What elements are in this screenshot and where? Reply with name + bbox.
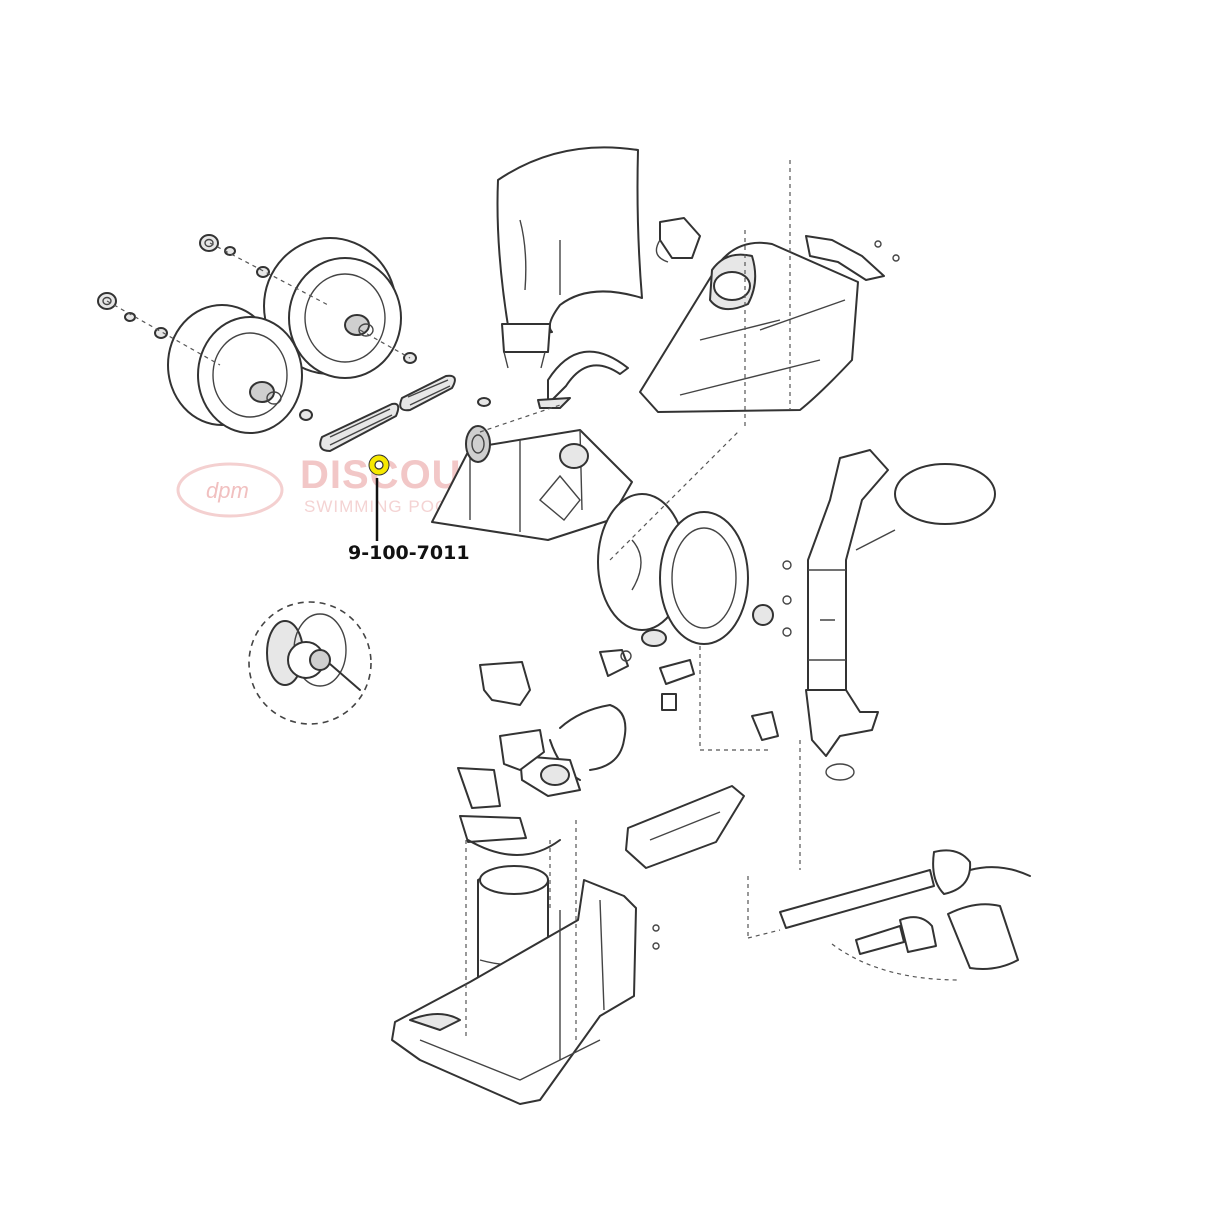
debris-bag: [496, 146, 643, 369]
gear-chassis: [431, 404, 633, 541]
rear-wheel-upper: [263, 237, 402, 379]
bag-clip: [655, 217, 701, 263]
top-housing: [639, 160, 900, 430]
rear-wheel-lower: [167, 304, 303, 434]
upper-fittings: [479, 629, 779, 741]
cover-plate: [625, 785, 745, 869]
wheel-hardware: [97, 234, 491, 421]
watermark-logo: dpm: [206, 478, 249, 503]
assembly-guide-lines: [609, 429, 801, 870]
front-wheel: [597, 493, 774, 645]
hose-tail-assembly: [747, 849, 1031, 981]
callout-part-number[interactable]: 9-100-7011: [348, 542, 470, 564]
bottom-housing: [391, 820, 660, 1105]
water-tubes: [519, 704, 627, 797]
highlighted-part[interactable]: [368, 454, 390, 476]
brackets: [457, 729, 561, 856]
drive-belts: [319, 374, 456, 452]
swivel-hose-assembly: [782, 449, 996, 781]
turbine-detail-inset: [248, 601, 372, 725]
handle-cover: [537, 350, 629, 409]
